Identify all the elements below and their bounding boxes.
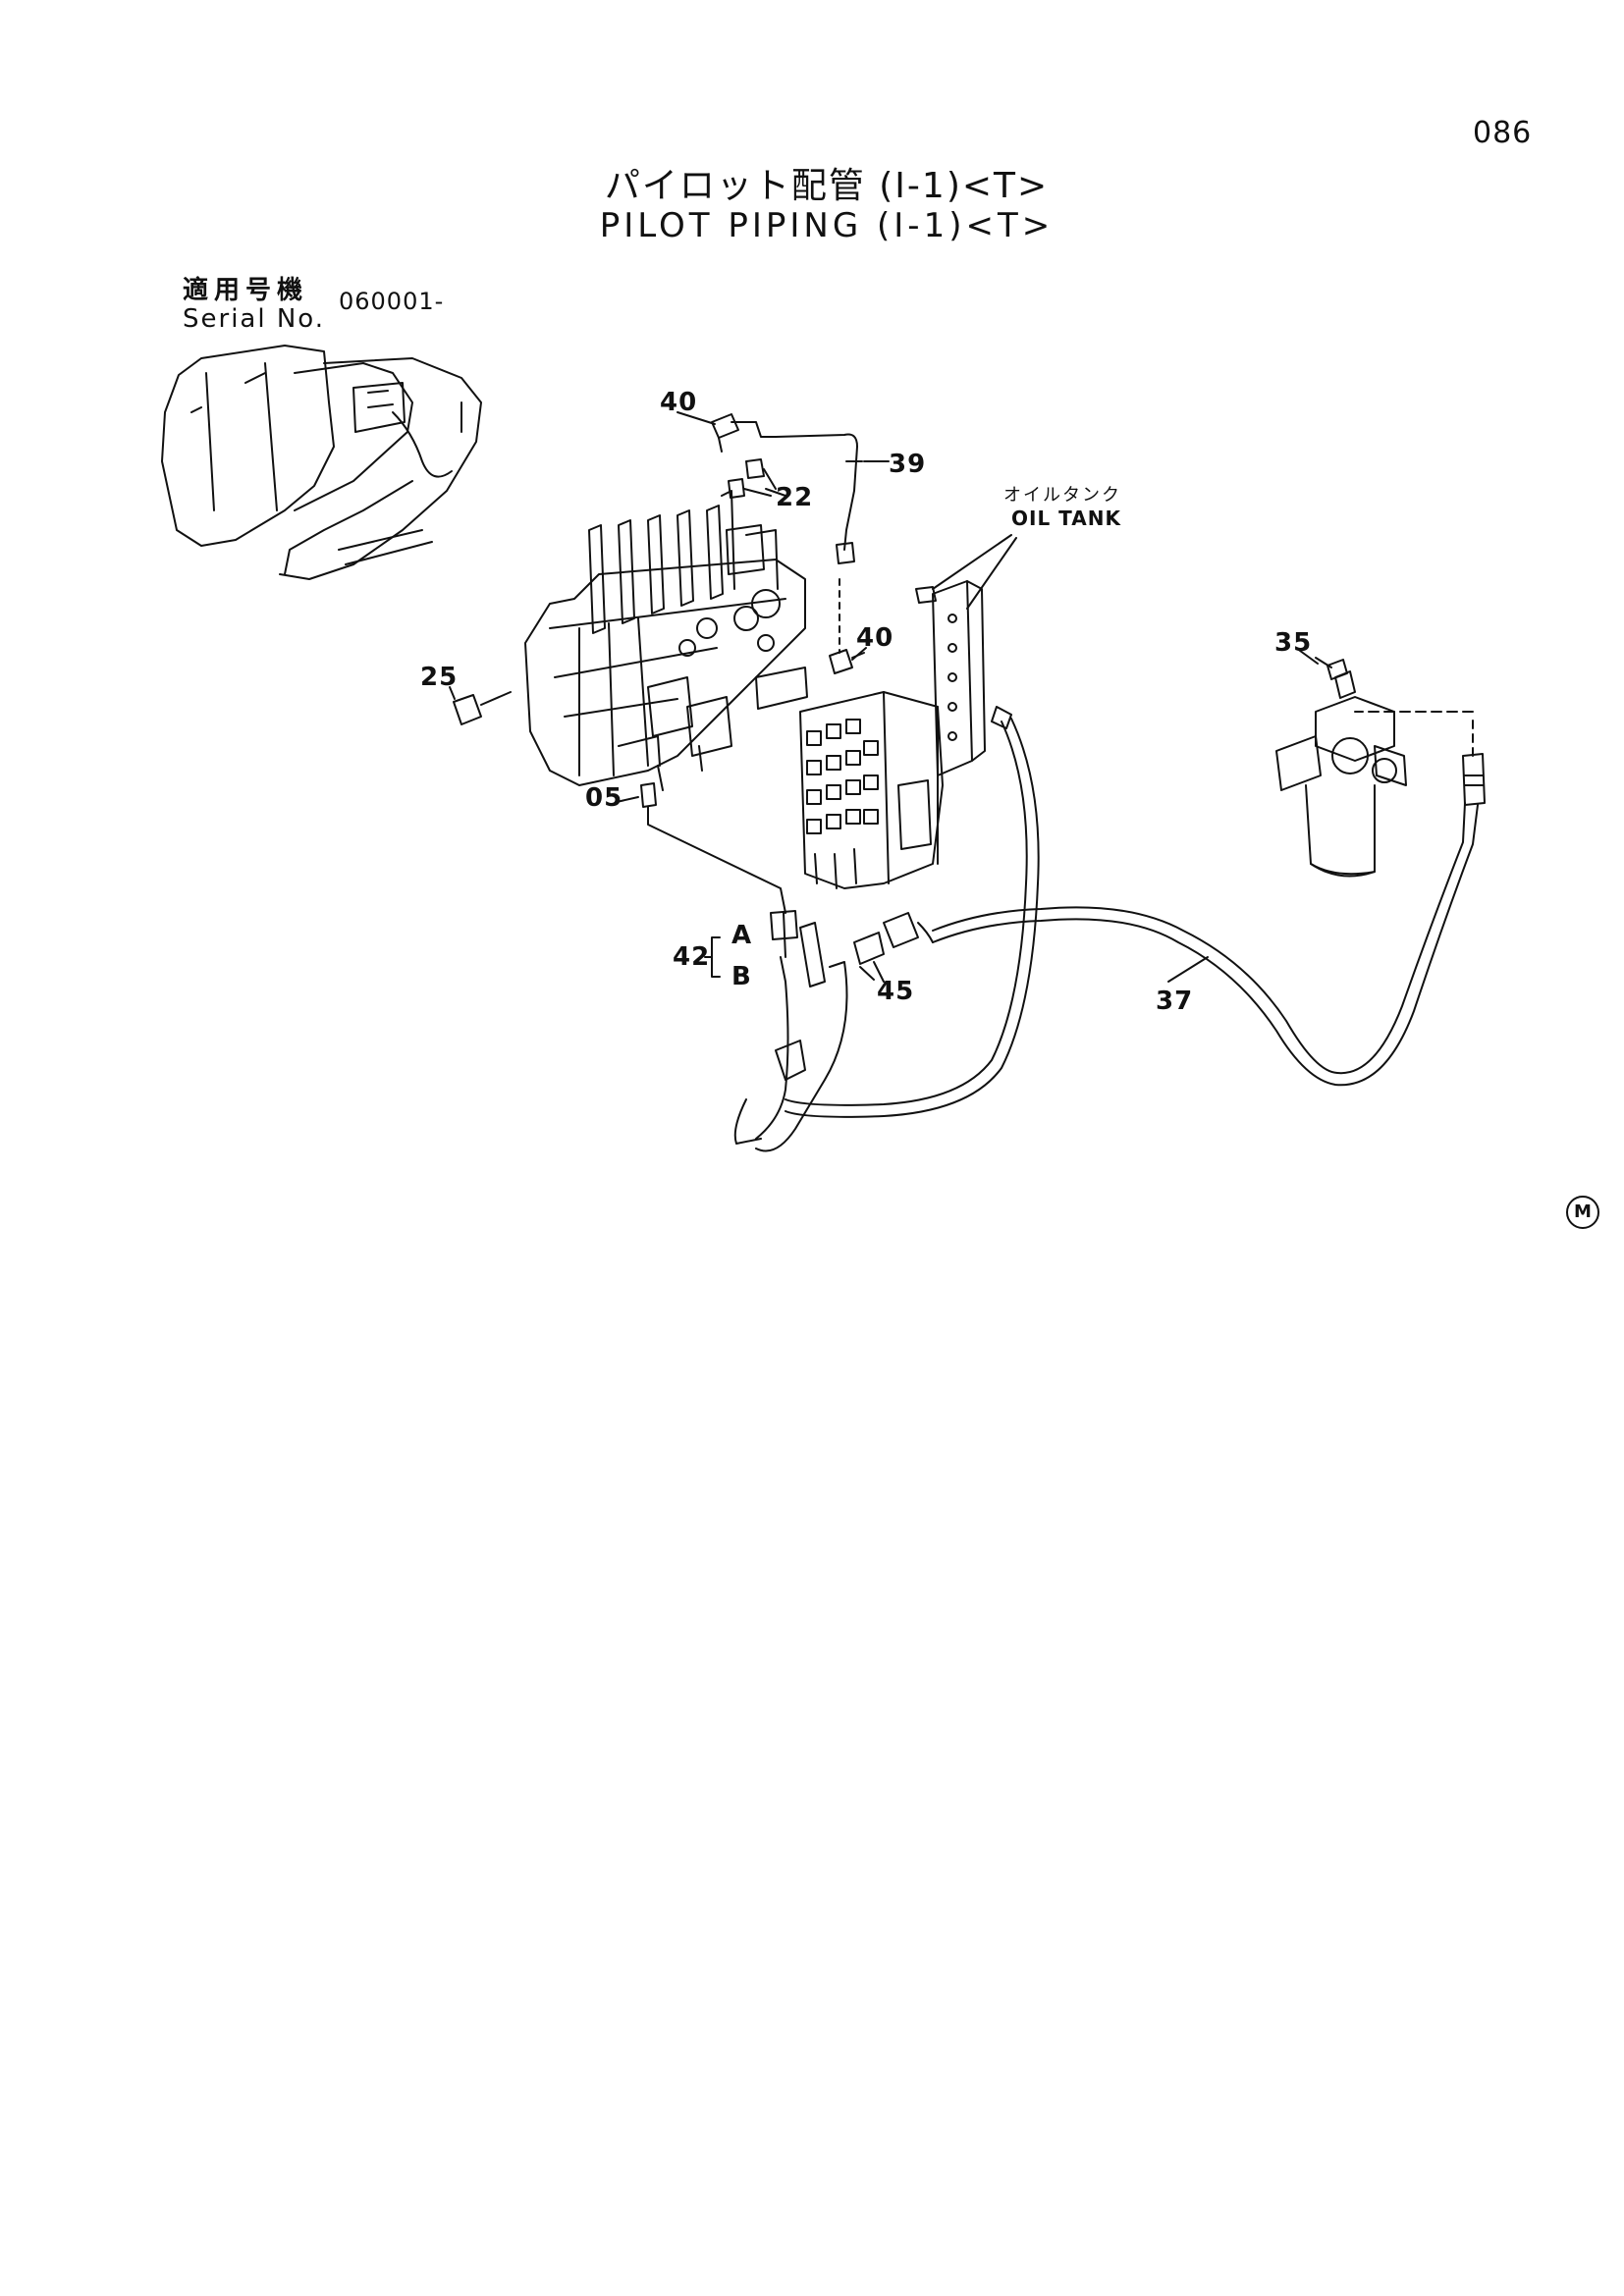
callout-35: 35: [1274, 628, 1313, 658]
page-title-english: PILOT PIPING (I-1)<T>: [599, 206, 1055, 245]
fitting-05: [640, 782, 786, 914]
callout-42-b: B: [731, 962, 752, 991]
callout-22: 22: [776, 483, 814, 512]
serial-label-japanese: 適用号機: [183, 276, 309, 305]
serial-label-english: Serial No.: [183, 304, 325, 334]
fitting-40-top: [711, 413, 777, 453]
excavator-thumbnail: [161, 345, 482, 580]
hose-37: [932, 711, 1486, 1087]
serial-number-value: 060001-: [339, 288, 445, 315]
hose-from-tank: [785, 718, 1040, 1118]
callout-42: 42: [673, 942, 711, 972]
secondary-valve-block: [799, 691, 944, 889]
callout-25: 25: [420, 663, 459, 692]
page-title-japanese: パイロット配管 (I-1)<T>: [604, 166, 1050, 206]
pilot-filter: [1275, 657, 1407, 878]
fitting-25: [453, 691, 512, 725]
pipe-39: [775, 433, 890, 564]
callout-42-a: A: [731, 921, 753, 950]
oil-tank-bracket: [915, 534, 1017, 776]
callout-05: 05: [585, 783, 623, 813]
elbow-45: [853, 912, 934, 983]
oil-tank-label-english: OIL TANK: [1011, 507, 1121, 530]
callout-37: 37: [1156, 987, 1194, 1016]
control-valve-block: [524, 490, 808, 791]
callout-39: 39: [889, 450, 927, 479]
callout-45: 45: [877, 977, 915, 1006]
page-number: 086: [1473, 116, 1533, 150]
callout-40-middle: 40: [856, 623, 894, 653]
callout-40-top: 40: [660, 388, 698, 417]
oil-tank-label-japanese: オイルタンク: [1003, 485, 1121, 506]
hose-42: [704, 910, 848, 1152]
circled-m-mark: M: [1566, 1196, 1599, 1229]
fitting-22: [728, 458, 777, 499]
